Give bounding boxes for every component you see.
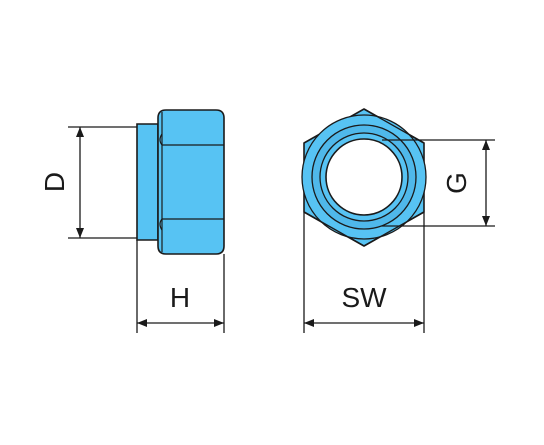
bore-hole — [325, 138, 403, 216]
front-view: G SW — [301, 108, 495, 333]
nut-hex-body — [157, 109, 225, 255]
nut-collar — [136, 123, 159, 241]
d-label: D — [39, 172, 70, 192]
hex-corner — [303, 211, 425, 247]
hex-corner — [363, 108, 425, 144]
h-label: H — [170, 282, 190, 313]
g-label: G — [441, 172, 472, 194]
side-view: D H — [39, 109, 225, 333]
sw-label: SW — [341, 282, 387, 313]
